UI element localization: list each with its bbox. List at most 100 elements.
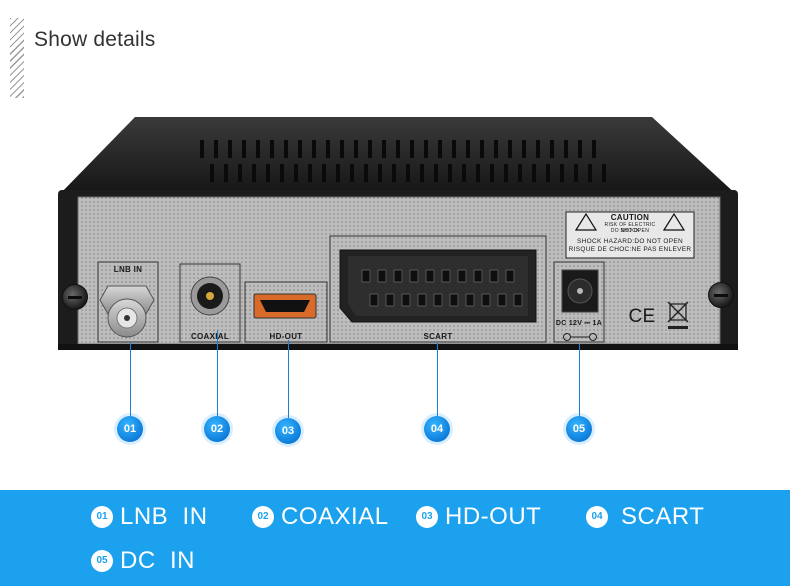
vent-slot xyxy=(462,164,466,182)
caution-line-1: RISK OF ELECTRIC SHOCK xyxy=(604,222,656,234)
vent-slot xyxy=(438,140,442,158)
legend-label: LNB IN xyxy=(120,503,208,530)
vent-slot xyxy=(424,140,428,158)
page-title: Show details xyxy=(34,28,156,51)
legend-number-badge: 03 xyxy=(416,506,438,528)
vent-slot xyxy=(368,140,372,158)
marker-04: 04 xyxy=(424,416,450,442)
vent-slot xyxy=(308,164,312,182)
vent-slot xyxy=(378,164,382,182)
vent-slot xyxy=(336,164,340,182)
vent-slot xyxy=(322,164,326,182)
legend-number-badge: 01 xyxy=(91,506,113,528)
scart-pin xyxy=(505,269,515,283)
left-screw-icon xyxy=(62,284,88,310)
leader-line-01 xyxy=(130,342,131,416)
weee-bin-icon xyxy=(669,303,687,321)
hdout-port-frame xyxy=(244,281,328,343)
vent-slot xyxy=(354,140,358,158)
vent-slot xyxy=(420,164,424,182)
vent-slot xyxy=(350,164,354,182)
legend-number-badge: 05 xyxy=(91,550,113,572)
vent-slot xyxy=(536,140,540,158)
legend-number-badge: 04 xyxy=(586,506,608,528)
vent-slot xyxy=(382,140,386,158)
lnb-port-label: LNB IN xyxy=(113,265,143,274)
legend-label: SCART xyxy=(621,503,705,530)
vent-slot xyxy=(410,140,414,158)
vent-slot xyxy=(434,164,438,182)
dc-port-label: DC 12V ⎓ 1A xyxy=(555,320,603,327)
marker-01: 01 xyxy=(117,416,143,442)
vent-slot xyxy=(242,140,246,158)
vent-slot xyxy=(504,164,508,182)
legend-item-hd-out: 03 HD-OUT xyxy=(416,502,541,532)
ce-mark: CE xyxy=(628,306,656,327)
vent-slot xyxy=(238,164,242,182)
vent-slot xyxy=(284,140,288,158)
scart-pin xyxy=(465,293,475,307)
scart-pin xyxy=(441,269,451,283)
scart-port-frame xyxy=(329,235,547,343)
scart-pin xyxy=(369,293,379,307)
coaxial-port-frame xyxy=(179,263,241,343)
scart-pin xyxy=(513,293,523,307)
caution-title: CAUTION xyxy=(610,213,650,222)
scart-pin xyxy=(425,269,435,283)
vent-slot xyxy=(392,164,396,182)
vent-slot xyxy=(210,164,214,182)
scart-pins xyxy=(361,269,523,307)
legend-item-coaxial: 02 COAXIAL xyxy=(252,502,389,532)
marker-03: 03 xyxy=(275,418,301,444)
header-hatch-decoration xyxy=(10,18,24,98)
scart-port-label: SCART xyxy=(423,332,453,341)
marker-05: 05 xyxy=(566,416,592,442)
hdout-port-label: HD-OUT xyxy=(269,332,303,341)
vent-slot xyxy=(280,164,284,182)
device-svg xyxy=(58,117,738,350)
leader-line-02 xyxy=(217,330,218,416)
vent-slot xyxy=(490,164,494,182)
vent-slot xyxy=(560,164,564,182)
legend-number-badge: 02 xyxy=(252,506,274,528)
vent-slot xyxy=(578,140,582,158)
vent-slot xyxy=(574,164,578,182)
scart-pin xyxy=(481,293,491,307)
leader-line-04 xyxy=(437,342,438,416)
vent-slot xyxy=(448,164,452,182)
vent-slot xyxy=(546,164,550,182)
vent-slot xyxy=(588,164,592,182)
vent-slot xyxy=(252,164,256,182)
scart-pin xyxy=(361,269,371,283)
vent-slot xyxy=(294,164,298,182)
vent-slot xyxy=(214,140,218,158)
vent-slot xyxy=(326,140,330,158)
vent-slot xyxy=(228,140,232,158)
scart-pin xyxy=(393,269,403,283)
device-vents xyxy=(200,140,606,182)
marker-02: 02 xyxy=(204,416,230,442)
vent-slot xyxy=(256,140,260,158)
vent-slot xyxy=(396,140,400,158)
vent-slot xyxy=(200,140,204,158)
vent-slot xyxy=(508,140,512,158)
caution-line-3: SHOCK HAZARD:DO NOT OPEN xyxy=(576,238,684,245)
vent-slot xyxy=(340,140,344,158)
vent-slot xyxy=(466,140,470,158)
vent-slot xyxy=(592,140,596,158)
scart-pin xyxy=(385,293,395,307)
dc-port-frame xyxy=(553,261,605,343)
vent-slot xyxy=(494,140,498,158)
legend-band: 01 LNB IN 02 COAXIAL 03 HD-OUT 04 SCART … xyxy=(0,490,790,586)
vent-slot xyxy=(312,140,316,158)
legend-label: HD-OUT xyxy=(445,503,542,530)
vent-slot xyxy=(476,164,480,182)
legend-item-scart: 04 SCART xyxy=(586,502,704,532)
scart-pin xyxy=(417,293,427,307)
caution-label xyxy=(565,211,695,259)
vent-slot xyxy=(602,164,606,182)
vent-slot xyxy=(270,140,274,158)
legend-label: DC IN xyxy=(120,547,195,574)
scart-pin xyxy=(497,293,507,307)
right-screw-icon xyxy=(708,282,734,308)
